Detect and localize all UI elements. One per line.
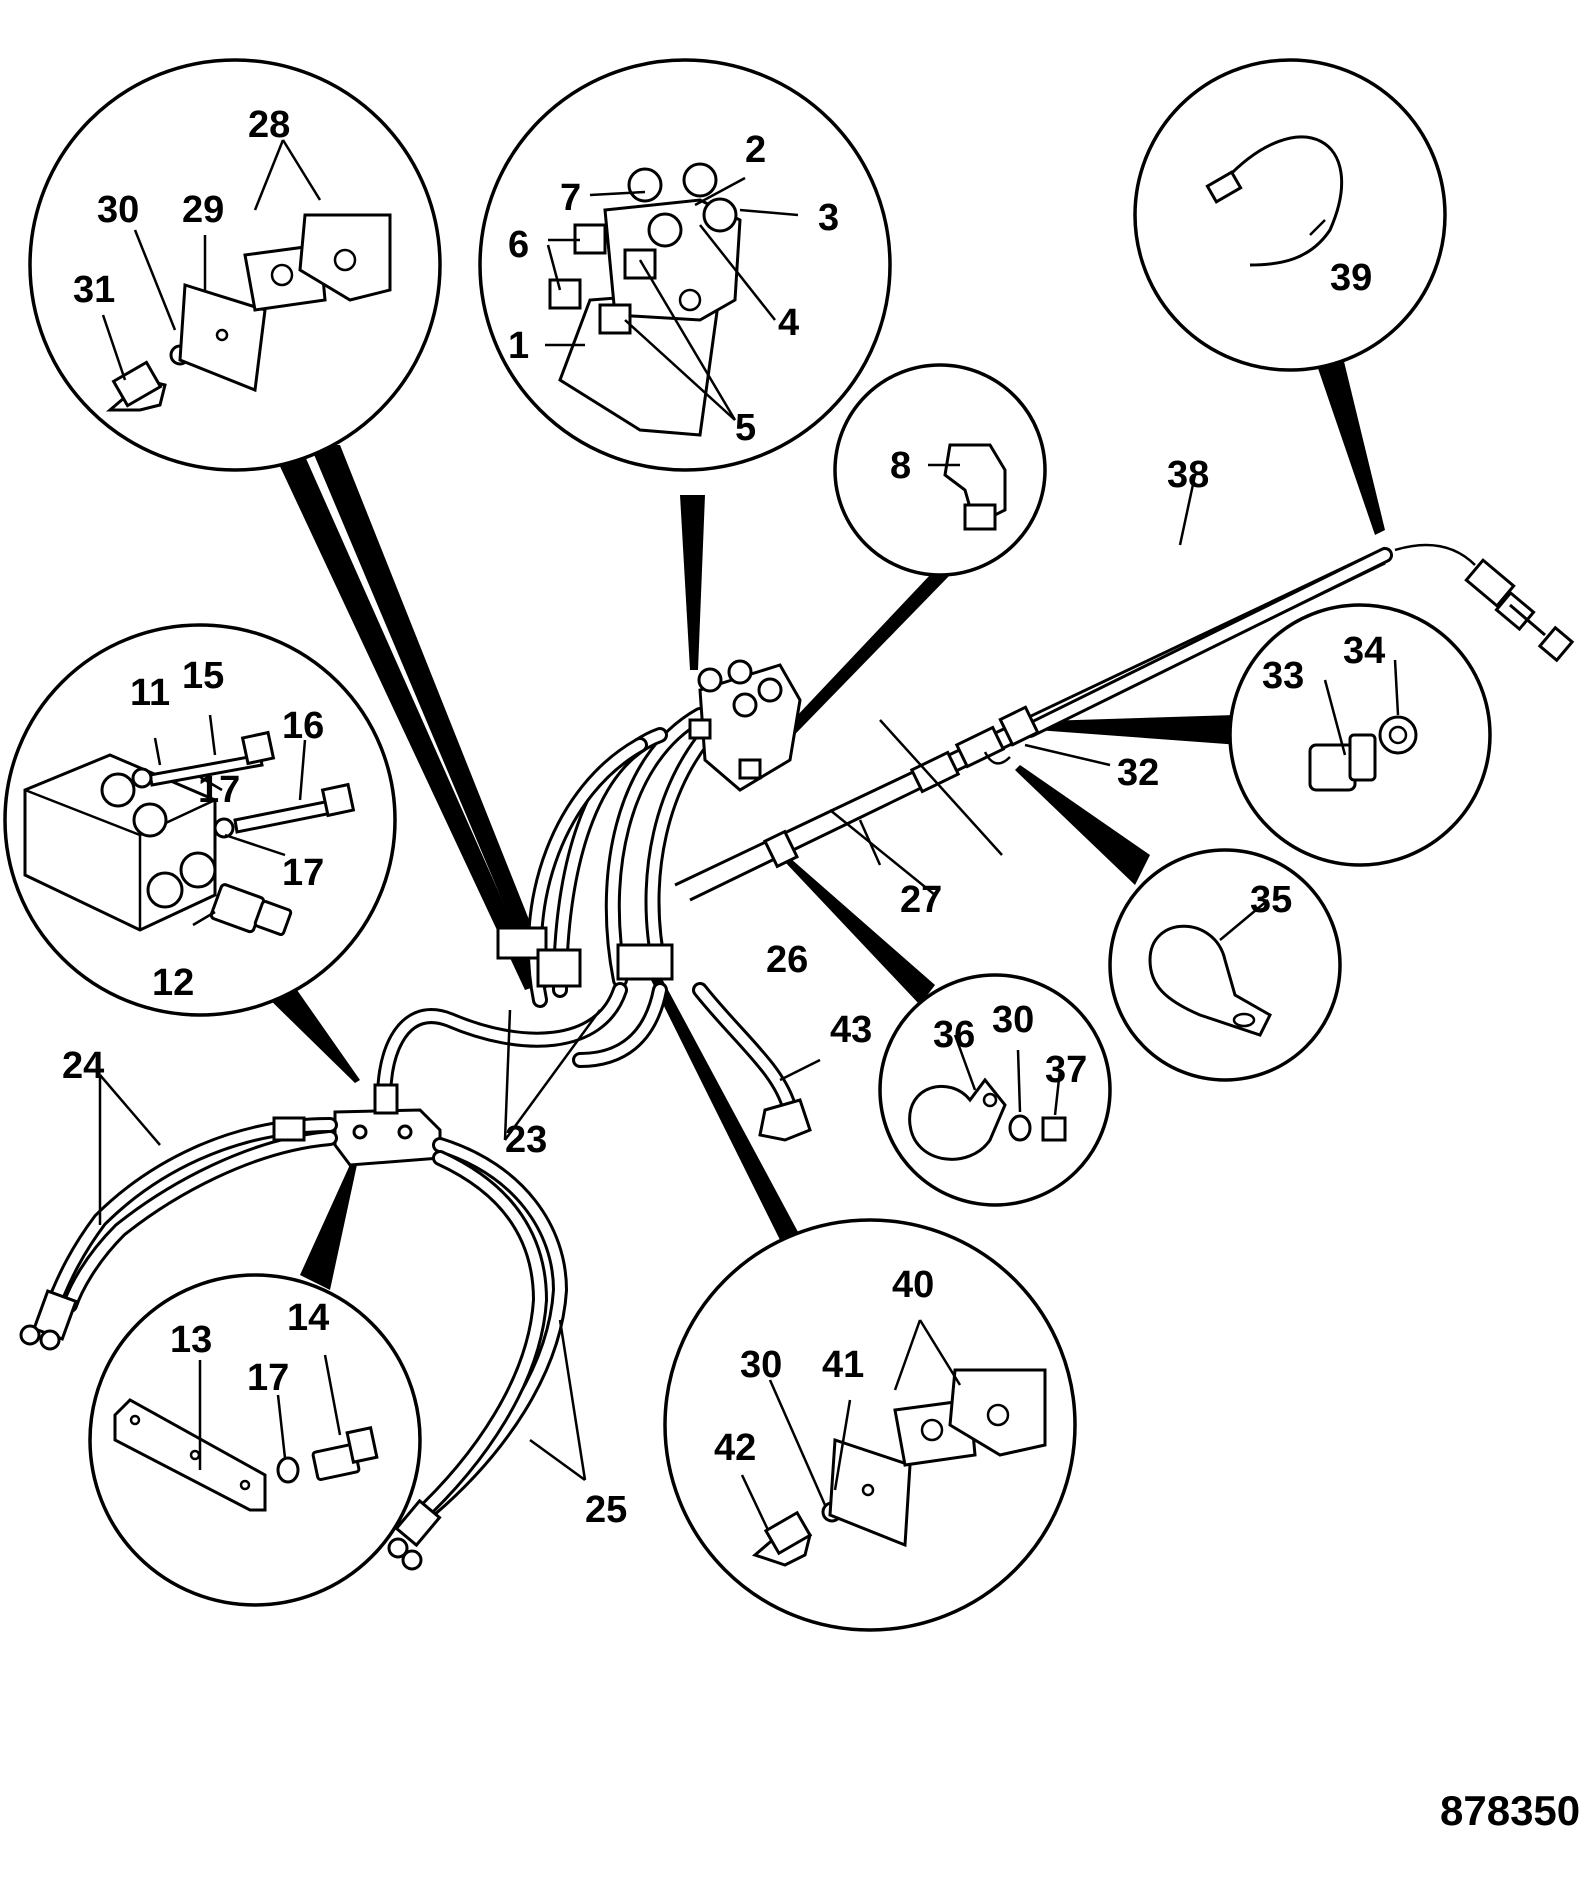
label-part-36: 36 xyxy=(933,1014,975,1056)
label-part-4: 4 xyxy=(778,302,799,344)
label-part-6: 6 xyxy=(508,224,529,266)
label-part-2: 2 xyxy=(745,129,766,171)
label-part-24: 24 xyxy=(62,1045,104,1087)
label-part-35: 35 xyxy=(1250,879,1292,921)
detail-cable-tie xyxy=(1133,58,1447,372)
detail-clamp-top-left xyxy=(28,58,442,472)
label-part-33: 33 xyxy=(1262,655,1304,697)
label-part-40: 40 xyxy=(892,1264,934,1306)
label-part-25: 25 xyxy=(585,1489,627,1531)
label-part-11: 11 xyxy=(130,672,170,714)
label-part-17-plate: 17 xyxy=(247,1357,289,1399)
label-part-29: 29 xyxy=(182,189,224,231)
hose-assembly xyxy=(19,543,1575,1571)
label-part-27: 27 xyxy=(900,879,942,921)
label-part-14: 14 xyxy=(287,1297,329,1339)
part-labels: 28 29 30 31 2 7 3 6 4 1 5 8 39 38 33 34 … xyxy=(62,104,1385,1531)
detail-plate-bolt xyxy=(88,1273,422,1607)
detail-clip-nut-washer xyxy=(878,973,1112,1207)
label-part-13: 13 xyxy=(170,1319,212,1361)
label-part-34: 34 xyxy=(1343,630,1385,672)
drawing-reference-number: 878350 xyxy=(1440,1787,1580,1834)
label-part-5: 5 xyxy=(735,407,756,449)
label-part-7: 7 xyxy=(560,177,581,219)
label-part-23: 23 xyxy=(505,1119,547,1161)
label-part-1: 1 xyxy=(508,325,529,367)
label-part-30-bottom: 30 xyxy=(740,1344,782,1386)
label-part-16: 16 xyxy=(282,705,324,747)
label-part-38: 38 xyxy=(1167,454,1209,496)
label-part-12: 12 xyxy=(152,962,194,1004)
label-part-17-upper: 17 xyxy=(198,769,240,811)
detail-leaders xyxy=(260,345,1385,1290)
label-part-39: 39 xyxy=(1330,257,1372,299)
label-part-30-clip: 30 xyxy=(992,999,1034,1041)
detail-p-clip xyxy=(1108,848,1342,1082)
label-part-31: 31 xyxy=(73,269,115,311)
label-part-26: 26 xyxy=(766,939,808,981)
label-part-41: 41 xyxy=(822,1344,864,1386)
detail-manifold-block xyxy=(3,623,397,1017)
label-leader-lines xyxy=(98,139,1400,1531)
detail-elbow-fitting xyxy=(833,363,1047,577)
label-part-30: 30 xyxy=(97,189,139,231)
label-part-28: 28 xyxy=(248,104,290,146)
detail-clamp-bottom xyxy=(663,1218,1077,1632)
detail-adapter-seal xyxy=(1228,603,1492,867)
label-part-3: 3 xyxy=(818,197,839,239)
label-part-42: 42 xyxy=(714,1427,756,1469)
label-part-8: 8 xyxy=(890,445,911,487)
label-part-32: 32 xyxy=(1117,752,1159,794)
label-part-15: 15 xyxy=(182,655,224,697)
label-part-17-lower: 17 xyxy=(282,852,324,894)
label-part-37: 37 xyxy=(1045,1049,1087,1091)
detail-control-valve xyxy=(478,58,892,472)
label-part-43: 43 xyxy=(830,1009,872,1051)
